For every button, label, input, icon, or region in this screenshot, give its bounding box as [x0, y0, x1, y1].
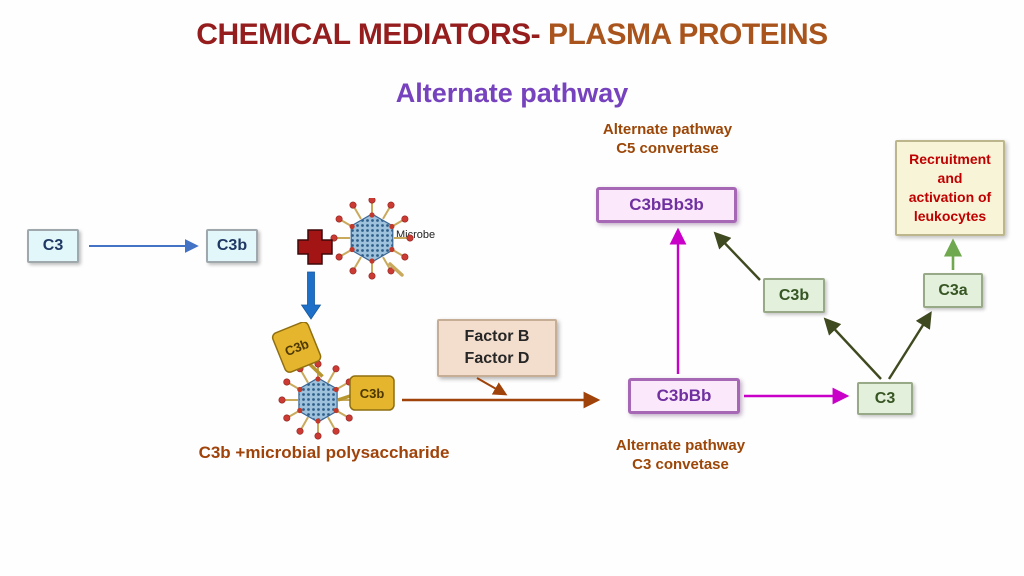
plus-cross-icon: [297, 229, 333, 265]
recruitment-line4: leukocytes: [913, 207, 987, 224]
factor-b-label: Factor B: [464, 328, 530, 346]
capsid-shape: [330, 198, 414, 280]
arrow-c3b-to-c5-convertase: [713, 231, 761, 281]
microbe-icon: [330, 198, 414, 280]
label-c3-convertase: Alternate pathway C3 convetase: [598, 437, 763, 475]
box-c3bBb: C3bBb: [628, 378, 740, 414]
c3b-flag-right: C3b: [337, 375, 395, 411]
recruitment-line2: and: [937, 170, 963, 187]
box-c3-initial: C3: [27, 229, 79, 263]
box-c3a-product: C3a: [923, 273, 983, 308]
title-part-1: CHEMICAL MEDIATORS-: [196, 18, 548, 51]
recruitment-line1: Recruitment: [909, 151, 991, 168]
recruitment-box: Recruitment and activation of leukocytes: [895, 140, 1005, 236]
label-c5-convertase-line2: C5 convertase: [616, 139, 719, 157]
page-title: CHEMICAL MEDIATORS- PLASMA PROTEINS: [0, 18, 1024, 52]
arrow-c3-to-c3a-product: [887, 311, 932, 380]
arrow-factors-to-reaction: [476, 377, 508, 396]
broken-spike: [388, 262, 404, 277]
bound-microbe-icon: C3b C3b: [271, 322, 395, 440]
recruitment-line3: activation of: [908, 189, 992, 205]
label-c3-convertase-line1: Alternate pathway: [615, 437, 746, 454]
box-c3bBb3b: C3bBb3b: [596, 187, 737, 223]
title-part-2: PLASMA PROTEINS: [547, 18, 828, 51]
box-c3b-initial: C3b: [206, 229, 258, 263]
arrow-c3-to-c3b-product: [823, 317, 882, 380]
c3b-flag-left: C3b: [271, 322, 324, 378]
factor-box: Factor B Factor D: [437, 319, 557, 377]
factor-d-label: Factor D: [464, 350, 530, 367]
arrow-c3b-binds-microbe: [300, 271, 322, 320]
c3b-flag-right-label: C3b: [360, 386, 385, 401]
bound-complex-caption: C3b +microbial polysaccharide: [198, 443, 450, 462]
label-c5-convertase-line1: Alternate pathway: [602, 121, 733, 138]
label-c5-convertase: Alternate pathway C5 convertase: [585, 121, 750, 159]
label-c3-convertase-line2: C3 convetase: [632, 455, 729, 473]
box-c3b-product: C3b: [763, 278, 825, 313]
box-c3-substrate: C3: [857, 382, 913, 415]
page-subtitle: Alternate pathway: [395, 78, 629, 108]
